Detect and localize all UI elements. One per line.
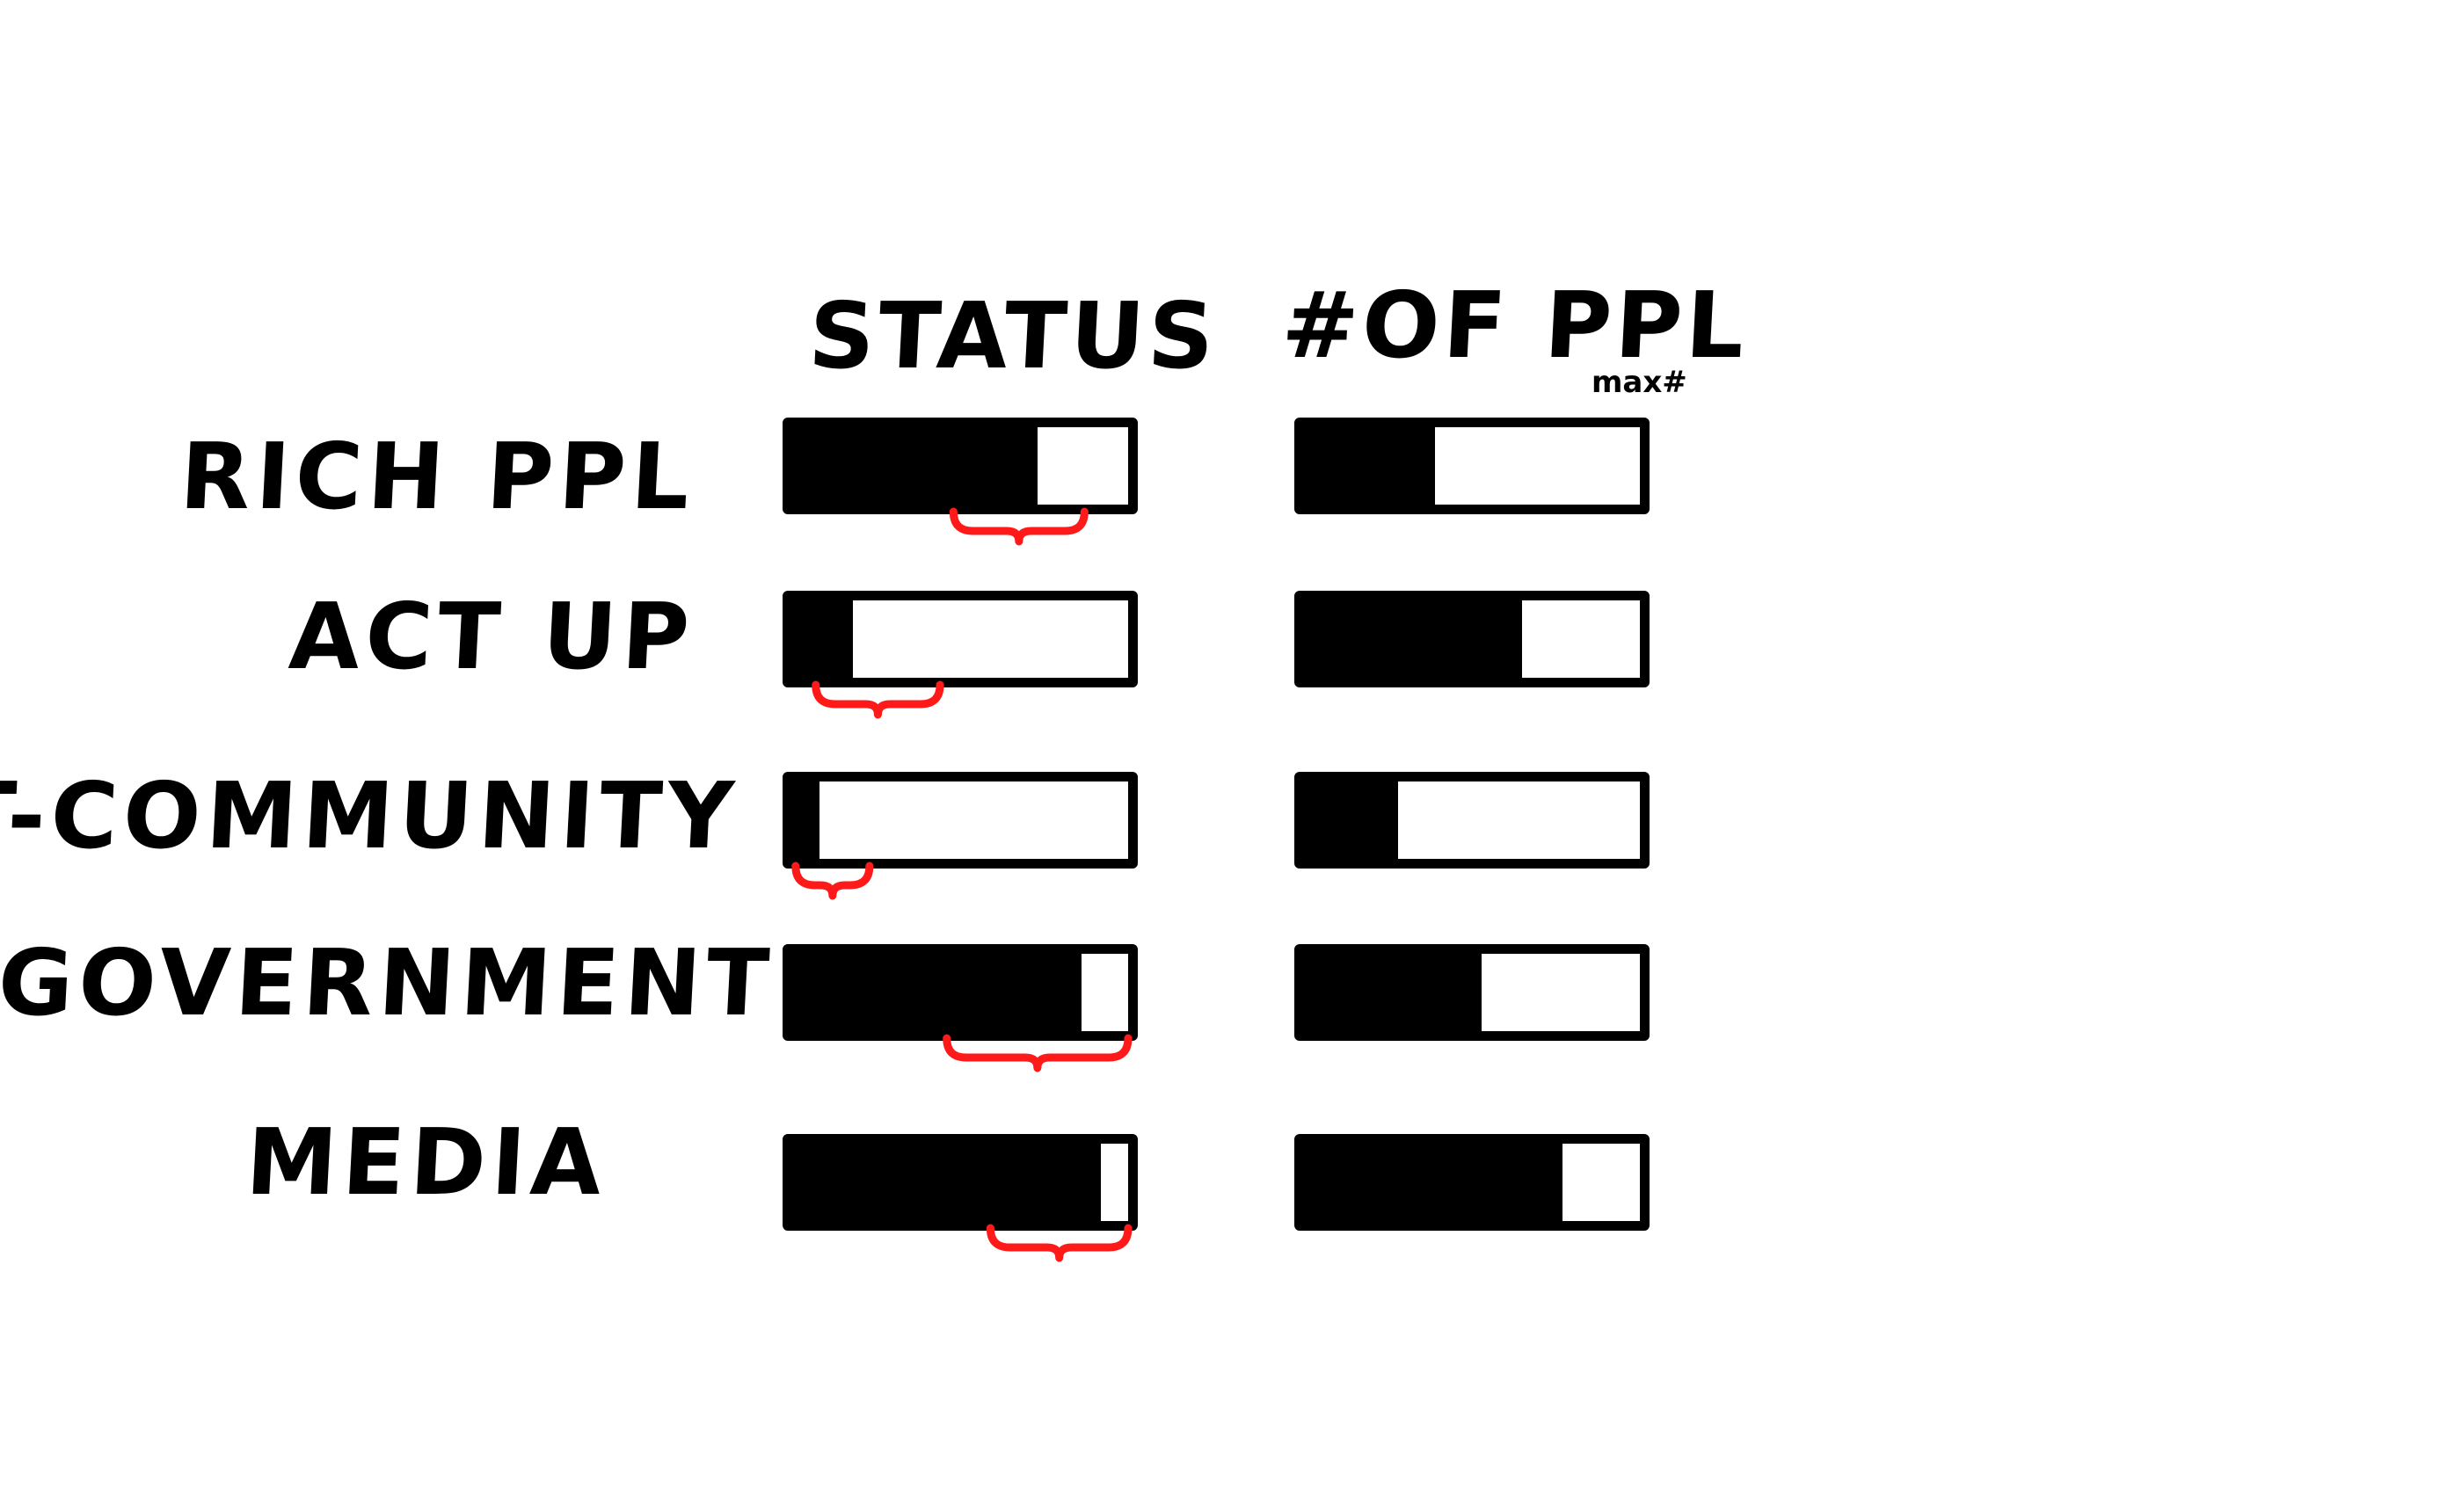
row-label-act-up: ACT UP	[287, 583, 698, 690]
status-bar-media	[783, 1134, 1138, 1231]
red-brace-mark	[949, 507, 1089, 546]
status-bar-act-up	[783, 591, 1138, 687]
row-label-media: MEDIA	[243, 1109, 610, 1216]
people-bar-government	[1294, 944, 1650, 1041]
status-bar-fill	[792, 781, 819, 859]
status-bar-government	[783, 944, 1138, 1041]
status-bar-fill	[792, 427, 1038, 505]
row-label-t-community: T-COMMUNITY	[0, 762, 742, 869]
people-bar-fill	[1304, 954, 1482, 1031]
people-bar-fill	[1304, 1144, 1563, 1221]
red-brace-mark	[791, 861, 874, 900]
red-brace-mark	[943, 1034, 1133, 1072]
status-bar-fill	[792, 1144, 1102, 1221]
red-brace-mark	[986, 1224, 1133, 1262]
people-count-column-header: #OF PPL	[1278, 272, 1751, 379]
max-count-note: max#	[1592, 365, 1687, 400]
people-bar-rich-ppl	[1294, 418, 1650, 514]
row-label-rich-ppl: RICH PPL	[177, 423, 698, 530]
people-bar-fill	[1304, 427, 1435, 505]
status-column-header: STATUS	[805, 282, 1220, 389]
people-bar-media	[1294, 1134, 1650, 1231]
people-bar-fill	[1304, 781, 1398, 859]
red-brace-mark	[812, 680, 944, 719]
row-label-government: GOVERNMENT	[0, 929, 777, 1036]
status-bar-t-community	[783, 772, 1138, 869]
status-bar-rich-ppl	[783, 418, 1138, 514]
people-bar-t-community	[1294, 772, 1650, 869]
status-bar-fill	[792, 954, 1082, 1031]
people-bar-act-up	[1294, 591, 1650, 687]
people-bar-fill	[1304, 600, 1523, 678]
status-bar-fill	[792, 600, 853, 678]
